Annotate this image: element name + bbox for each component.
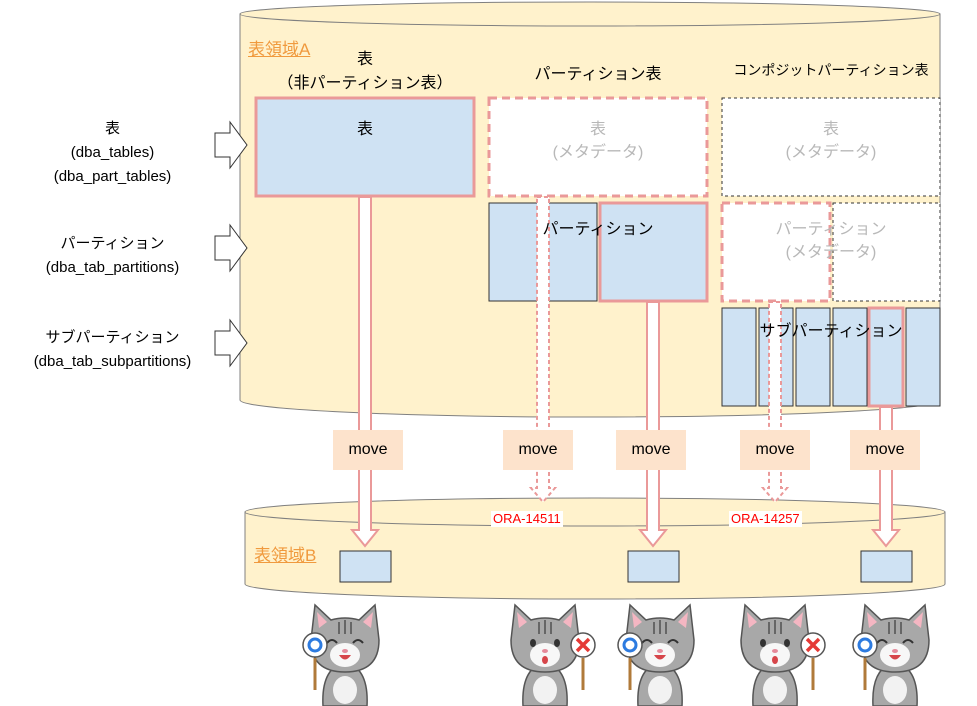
arrow-move-partition bbox=[637, 301, 669, 548]
nonpart-table-box bbox=[254, 96, 476, 198]
left-label-partition-line1: パーティション bbox=[60, 235, 165, 252]
subpartition-box-1 bbox=[721, 307, 757, 407]
composite-partmeta-line1: パーティション bbox=[775, 221, 887, 238]
move-label-4: move bbox=[740, 430, 810, 470]
col-title-nonpart-line1: 表 bbox=[356, 51, 373, 68]
composite-partition-meta-box-1 bbox=[720, 201, 832, 303]
composite-meta-label: 表 (メタデータ) bbox=[722, 118, 940, 164]
col-title-composite: コンポジットパーティション表 bbox=[733, 62, 929, 78]
subpartition-box-6 bbox=[905, 307, 941, 407]
composite-partition-meta-box-2 bbox=[832, 202, 941, 302]
subpartition-box-3 bbox=[795, 307, 831, 407]
block-arrow-subpartition bbox=[214, 318, 248, 368]
mascot-cat-2 bbox=[510, 603, 596, 706]
error-label-ora-14511: ORA-14511 bbox=[491, 511, 563, 527]
part-meta-line1: 表 bbox=[589, 121, 606, 138]
left-label-table-line3: (dba_part_tables) bbox=[53, 168, 172, 185]
part-meta-line2: (メタデータ) bbox=[552, 144, 644, 161]
move-label-3: move bbox=[616, 430, 686, 470]
composite-meta-line2: (メタデータ) bbox=[785, 144, 877, 161]
subpartition-box-5 bbox=[867, 306, 905, 408]
partition-label: パーティション bbox=[542, 221, 654, 238]
tablespace-b-cylinder bbox=[244, 497, 946, 600]
part-meta-label: 表 (メタデータ) bbox=[489, 118, 707, 164]
left-label-subpartition-line1: サブパーティション bbox=[45, 329, 180, 346]
tsb-subpartition-box bbox=[860, 550, 913, 583]
arrow-move-subpartition bbox=[870, 406, 902, 548]
tsb-partition-box bbox=[627, 550, 680, 583]
col-title-nonpart-line2: （非パーティション表） bbox=[277, 75, 453, 92]
error-label-ora-14257: ORA-14257 bbox=[729, 511, 802, 527]
move-label-5: move bbox=[850, 430, 920, 470]
nonpart-table-label: 表 bbox=[356, 121, 373, 138]
left-label-table-line2: (dba_tables) bbox=[70, 144, 155, 161]
cross-sign-icon bbox=[805, 637, 821, 653]
left-label-table-line1: 表 bbox=[104, 120, 120, 137]
col-title-part: パーティション表 bbox=[534, 66, 662, 83]
composite-meta-line1: 表 bbox=[822, 121, 839, 138]
composite-table-meta-box bbox=[721, 97, 941, 197]
mascot-cat-4 bbox=[740, 603, 826, 706]
circle-sign-icon bbox=[622, 637, 638, 653]
left-label-table: 表 (dba_tables) (dba_part_tables) bbox=[0, 117, 225, 189]
move-label-2: move bbox=[503, 430, 573, 470]
arrow-move-part-meta bbox=[528, 196, 558, 504]
cross-sign-icon bbox=[575, 637, 591, 653]
left-label-partition-line2: (dba_tab_partitions) bbox=[45, 259, 180, 276]
tablespace-a-title: 表領域A bbox=[248, 40, 311, 59]
composite-partmeta-line2: (メタデータ) bbox=[785, 244, 877, 261]
move-label-1: move bbox=[333, 430, 403, 470]
left-label-subpartition-line2: (dba_tab_subpartitions) bbox=[33, 353, 192, 370]
subpartition-box-4 bbox=[832, 307, 868, 407]
arrow-move-nonpart bbox=[349, 196, 381, 548]
col-title-nonpart: 表 （非パーティション表） bbox=[256, 48, 474, 96]
composite-partmeta-label: パーティション (メタデータ) bbox=[722, 218, 940, 264]
circle-sign-icon bbox=[857, 637, 873, 653]
mascot-cat-5 bbox=[852, 603, 930, 706]
block-arrow-table bbox=[214, 120, 248, 170]
circle-sign-icon bbox=[307, 637, 323, 653]
mascot-cat-3 bbox=[617, 603, 695, 706]
mascot-cat-1 bbox=[302, 603, 380, 706]
subpartition-label: サブパーティション bbox=[759, 323, 903, 340]
left-label-subpartition: サブパーティション (dba_tab_subpartitions) bbox=[0, 326, 225, 374]
left-label-partition: パーティション (dba_tab_partitions) bbox=[0, 232, 225, 280]
tsb-table-box bbox=[339, 550, 392, 583]
block-arrow-partition bbox=[214, 223, 248, 273]
part-table-meta-box bbox=[487, 96, 709, 198]
tablespace-b-title: 表領域B bbox=[254, 546, 317, 565]
partition-box-2 bbox=[598, 201, 709, 303]
